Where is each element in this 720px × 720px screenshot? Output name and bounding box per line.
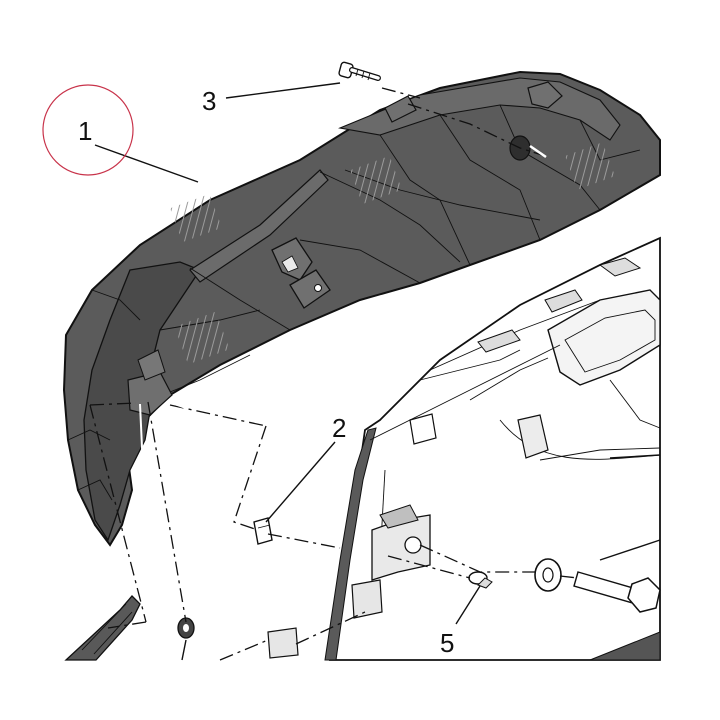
callout-2: 2 [332, 413, 346, 443]
spoiler-part [62, 70, 661, 547]
grommet [177, 617, 195, 639]
callout-5: 5 [440, 628, 454, 658]
liftgate-panel [267, 236, 661, 661]
screw-part-3 [338, 61, 381, 81]
texture-patches [170, 142, 615, 365]
washer [534, 558, 562, 592]
highlight-circle [42, 84, 134, 176]
callout-1: 1 [78, 116, 92, 146]
bolt [573, 571, 661, 613]
callout-3: 3 [202, 86, 216, 116]
assembly-lines [89, 87, 579, 661]
clip-part-2 [253, 517, 273, 545]
leader-lines [94, 82, 661, 661]
trim-strip [64, 595, 141, 661]
